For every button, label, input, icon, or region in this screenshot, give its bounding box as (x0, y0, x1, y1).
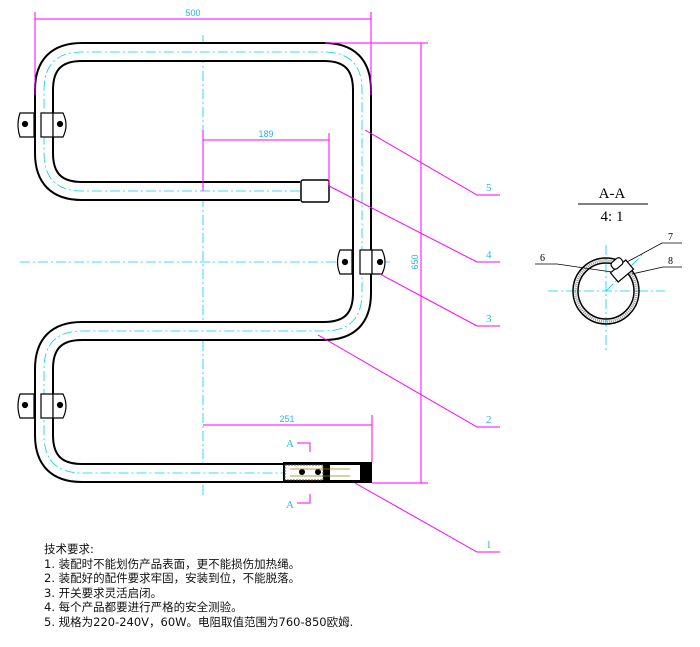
svg-text:4: 4 (486, 249, 492, 261)
technical-requirements: 技术要求: 1. 装配时不能划伤产品表面，更不能损伤加热绳。 2. 装配好的配件… (44, 542, 353, 630)
note-item: 3. 开关要求灵活启闭。 (44, 585, 163, 600)
dimension-width: 500 (34, 8, 372, 95)
svg-text:251: 251 (279, 414, 294, 424)
svg-text:650: 650 (410, 254, 420, 269)
dimension-height: 650 (325, 42, 428, 484)
svg-text:2: 2 (486, 414, 492, 426)
note-item: 1. 装配时不能划伤产品表面，更不能损伤加热绳。 (44, 556, 301, 571)
heater-switch-assembly (283, 462, 372, 483)
svg-text:5: 5 (486, 182, 492, 194)
svg-text:7: 7 (668, 232, 673, 243)
svg-text:500: 500 (185, 8, 200, 18)
svg-text:189: 189 (258, 129, 273, 139)
leader-5: 5 (364, 129, 500, 196)
note-item: 4. 每个产品都要进行严格的安全测验。 (44, 600, 243, 615)
svg-text:8: 8 (668, 256, 673, 267)
svg-text:A: A (286, 499, 294, 511)
end-cap (300, 179, 330, 203)
dimension-upper-end: 189 (202, 129, 330, 191)
leader-4: 4 (328, 185, 500, 263)
svg-text:6: 6 (540, 253, 545, 264)
notes-title: 技术要求: (44, 542, 94, 556)
leader-1: 1 (354, 482, 500, 553)
note-item: 2. 装配好的配件要求牢固，安装到位，不能脱落。 (44, 571, 301, 586)
svg-text:A: A (286, 438, 294, 450)
leader-3: 3 (379, 273, 500, 327)
note-item: 5. 规格为220-240V，60W。电阻取值范围为760-850欧姆. (44, 614, 354, 629)
dimension-lower-end: 251 (203, 414, 373, 462)
svg-text:3: 3 (486, 313, 492, 325)
leader-2: 2 (317, 334, 500, 428)
svg-text:A-A: A-A (599, 186, 626, 202)
section-mark-a: A A (286, 438, 311, 511)
heating-tube (34, 42, 372, 483)
mounting-bracket (336, 249, 386, 275)
mounting-bracket (17, 393, 67, 419)
section-view: A-A 4: 1 6 7 8 (535, 186, 682, 350)
svg-text:4: 1: 4: 1 (601, 209, 624, 225)
svg-text:1: 1 (486, 539, 492, 551)
mounting-bracket (17, 112, 67, 138)
